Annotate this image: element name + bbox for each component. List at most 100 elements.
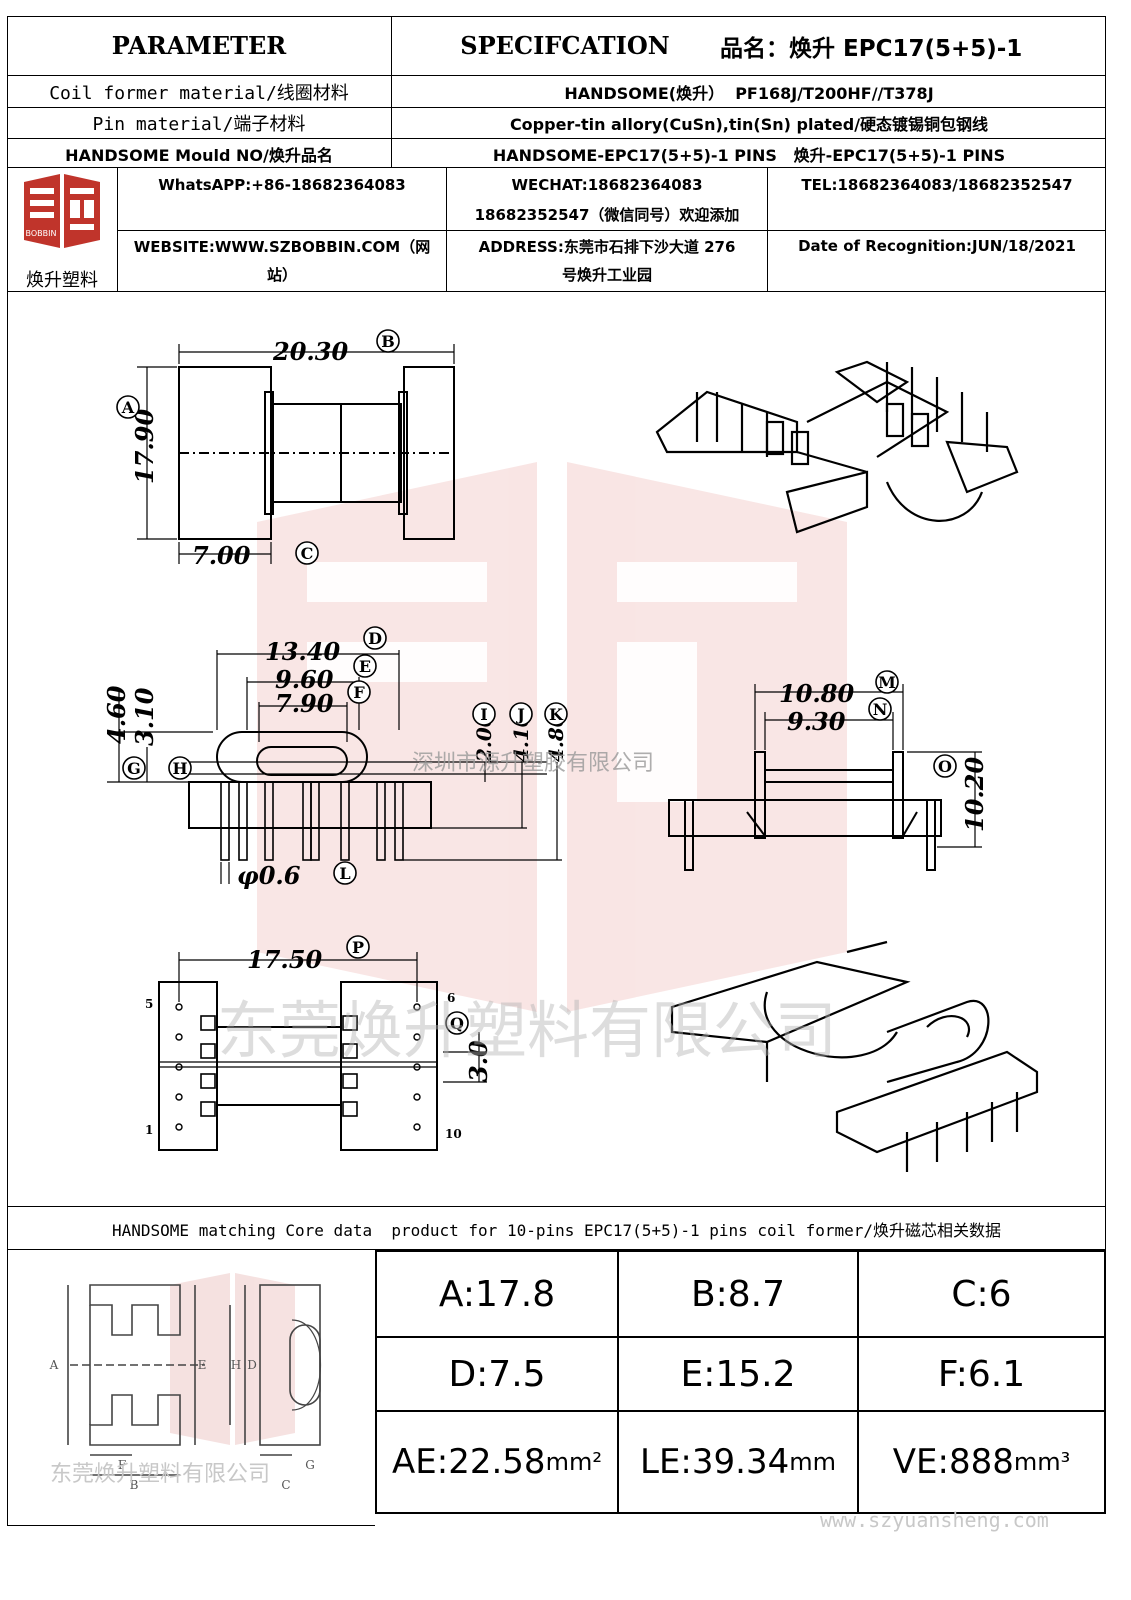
wechat-line1: WECHAT:18682364083 [511,176,703,194]
letter-m-marker: M [875,670,899,694]
svg-text:C: C [301,544,314,563]
drawing-area [7,292,1106,1207]
dim-b-value: 20.30 [272,337,348,366]
bobbin-logo-icon: BOBBIN [24,174,100,248]
core-dim-f: F [118,1458,126,1472]
dim-q-value: 3.0 [464,1040,493,1082]
svg-text:BOBBIN: BOBBIN [26,229,57,238]
svg-text:K: K [549,705,564,724]
dim-n-value: 9.30 [787,707,846,736]
letter-h-marker: H [168,756,192,780]
ve-value: VE:888 [892,1442,1014,1482]
dim-h-value: 3.10 [130,687,159,746]
svg-text:E: E [359,657,371,676]
pin-material-label: Pin material/端子材料 [92,114,306,135]
dim-o-value: 10.20 [960,757,989,832]
watermark-top-text: 深圳市源升塑胶有限公司 [412,751,654,776]
letter-q-marker: Q [445,1011,469,1035]
svg-text:F: F [353,683,365,702]
core-data-title: HANDSOME matching Core data product for … [112,1220,1001,1240]
whatsapp: WhatsAPP:+86-18682364083 [158,176,406,194]
dim-g-value: 4.60 [102,685,131,744]
letter-d-marker: D [363,626,387,650]
core-values-grid [375,1250,1106,1514]
svg-text:M: M [878,673,896,692]
core-dim-c: C [281,1478,290,1492]
spec-table [7,16,1106,168]
letter-j-marker: J [509,702,533,726]
core-value-a: A:17.8 [438,1273,556,1315]
address-line1: ADDRESS:东莞市石排下沙大道 276 [478,237,736,256]
dim-e-value: 9.60 [275,665,334,694]
letter-e-marker: E [353,654,377,678]
svg-text:H: H [172,759,187,778]
core-dim-d: D [247,1358,257,1372]
svg-text:N: N [873,700,888,719]
pin-5-label: 5 [145,997,153,1011]
ae-unit: mm² [545,1448,602,1476]
letter-f-marker: F [347,680,371,704]
recognition-date: Date of Recognition:JUN/18/2021 [798,237,1076,255]
core-value-f: F:6.1 [937,1353,1026,1395]
logo-text: 焕升塑料 [26,270,98,291]
core-dim-b: B [130,1478,139,1492]
letter-o-marker: O [933,754,957,778]
pin-material-value: Copper-tin allory(CuSn),tin(Sn) plated/硬… [509,115,989,134]
dim-p-value: 17.50 [247,945,322,974]
svg-text:Q: Q [450,1014,464,1033]
svg-text:J: J [515,705,525,724]
svg-text:B: B [381,332,395,351]
core-dim-g: G [305,1458,315,1472]
mould-no-value: HANDSOME-EPC17(5+5)-1 PINS 焕升-EPC17(5+5)… [492,145,1006,165]
core-dim-e: E [198,1358,207,1372]
letter-b-marker: B [376,329,400,353]
core-dim-h: H [231,1358,241,1372]
technical-drawing: 20.30 17.90 7.00 13.40 9.60 7.90 4.60 3.… [102,329,1039,1172]
specification-header: SPECIFCATION [460,31,670,60]
product-name: 品名：焕升 EPC17(5+5)-1 [720,35,1023,62]
address-line2: 号焕升工业园 [561,265,652,284]
mould-no-label: HANDSOME Mould NO/焕升品名 [65,145,333,165]
letter-p-marker: P [346,935,370,959]
core-watermark-text: 东莞焕升塑料有限公司 [50,1462,270,1487]
letter-a-marker: A [116,395,140,419]
letter-i-marker: I [472,702,496,726]
dim-m-value: 10.80 [779,679,854,708]
le-unit: mm [789,1448,836,1476]
wechat-line2: 18682352547（微信同号）欢迎添加 [474,205,740,224]
website-line1: WEBSITE:WWW.SZBOBBIN.COM（网 [133,237,431,256]
company-logo: BOBBIN 焕升塑料 [10,170,114,291]
svg-text:I: I [480,705,487,724]
svg-text:G: G [127,759,141,778]
parameter-header: PARAMETER [111,31,287,60]
dim-a-value: 17.90 [130,409,159,484]
coil-material-label: Coil former material/线圈材料 [49,82,349,104]
dim-f-value: 7.90 [275,689,334,718]
svg-text:O: O [938,757,952,776]
svg-text:A: A [121,398,135,417]
dim-d-value: 13.40 [265,637,340,666]
coil-material-value: HANDSOME(焕升） PF168J/T200HF//T378J [564,83,934,103]
core-diagram: A E H D F B C G 东莞焕升塑料有限公司 [49,1273,321,1492]
letter-g-marker: G [122,756,146,780]
dim-l-value: φ0.6 [237,861,301,890]
letter-n-marker: N [868,697,892,721]
website-line2: 站） [266,265,297,284]
core-dim-a: A [49,1358,59,1372]
watermark-big-text: 东莞焕升塑料有限公司 [217,994,837,1067]
pin-10-label: 10 [445,1127,462,1141]
core-title-bar [7,1207,1106,1250]
tel: TEL:18682364083/18682352547 [801,176,1073,194]
svg-text:L: L [339,864,350,883]
le-value: LE:39.34 [640,1442,790,1482]
pin-1-label: 1 [145,1123,153,1137]
svg-text:D: D [368,629,382,648]
core-value-d: D:7.5 [448,1353,546,1395]
dim-c-value: 7.00 [192,541,251,570]
letter-k-marker: K [544,702,568,726]
letter-c-marker: C [295,541,319,565]
core-diagram-box [7,1250,368,1525]
